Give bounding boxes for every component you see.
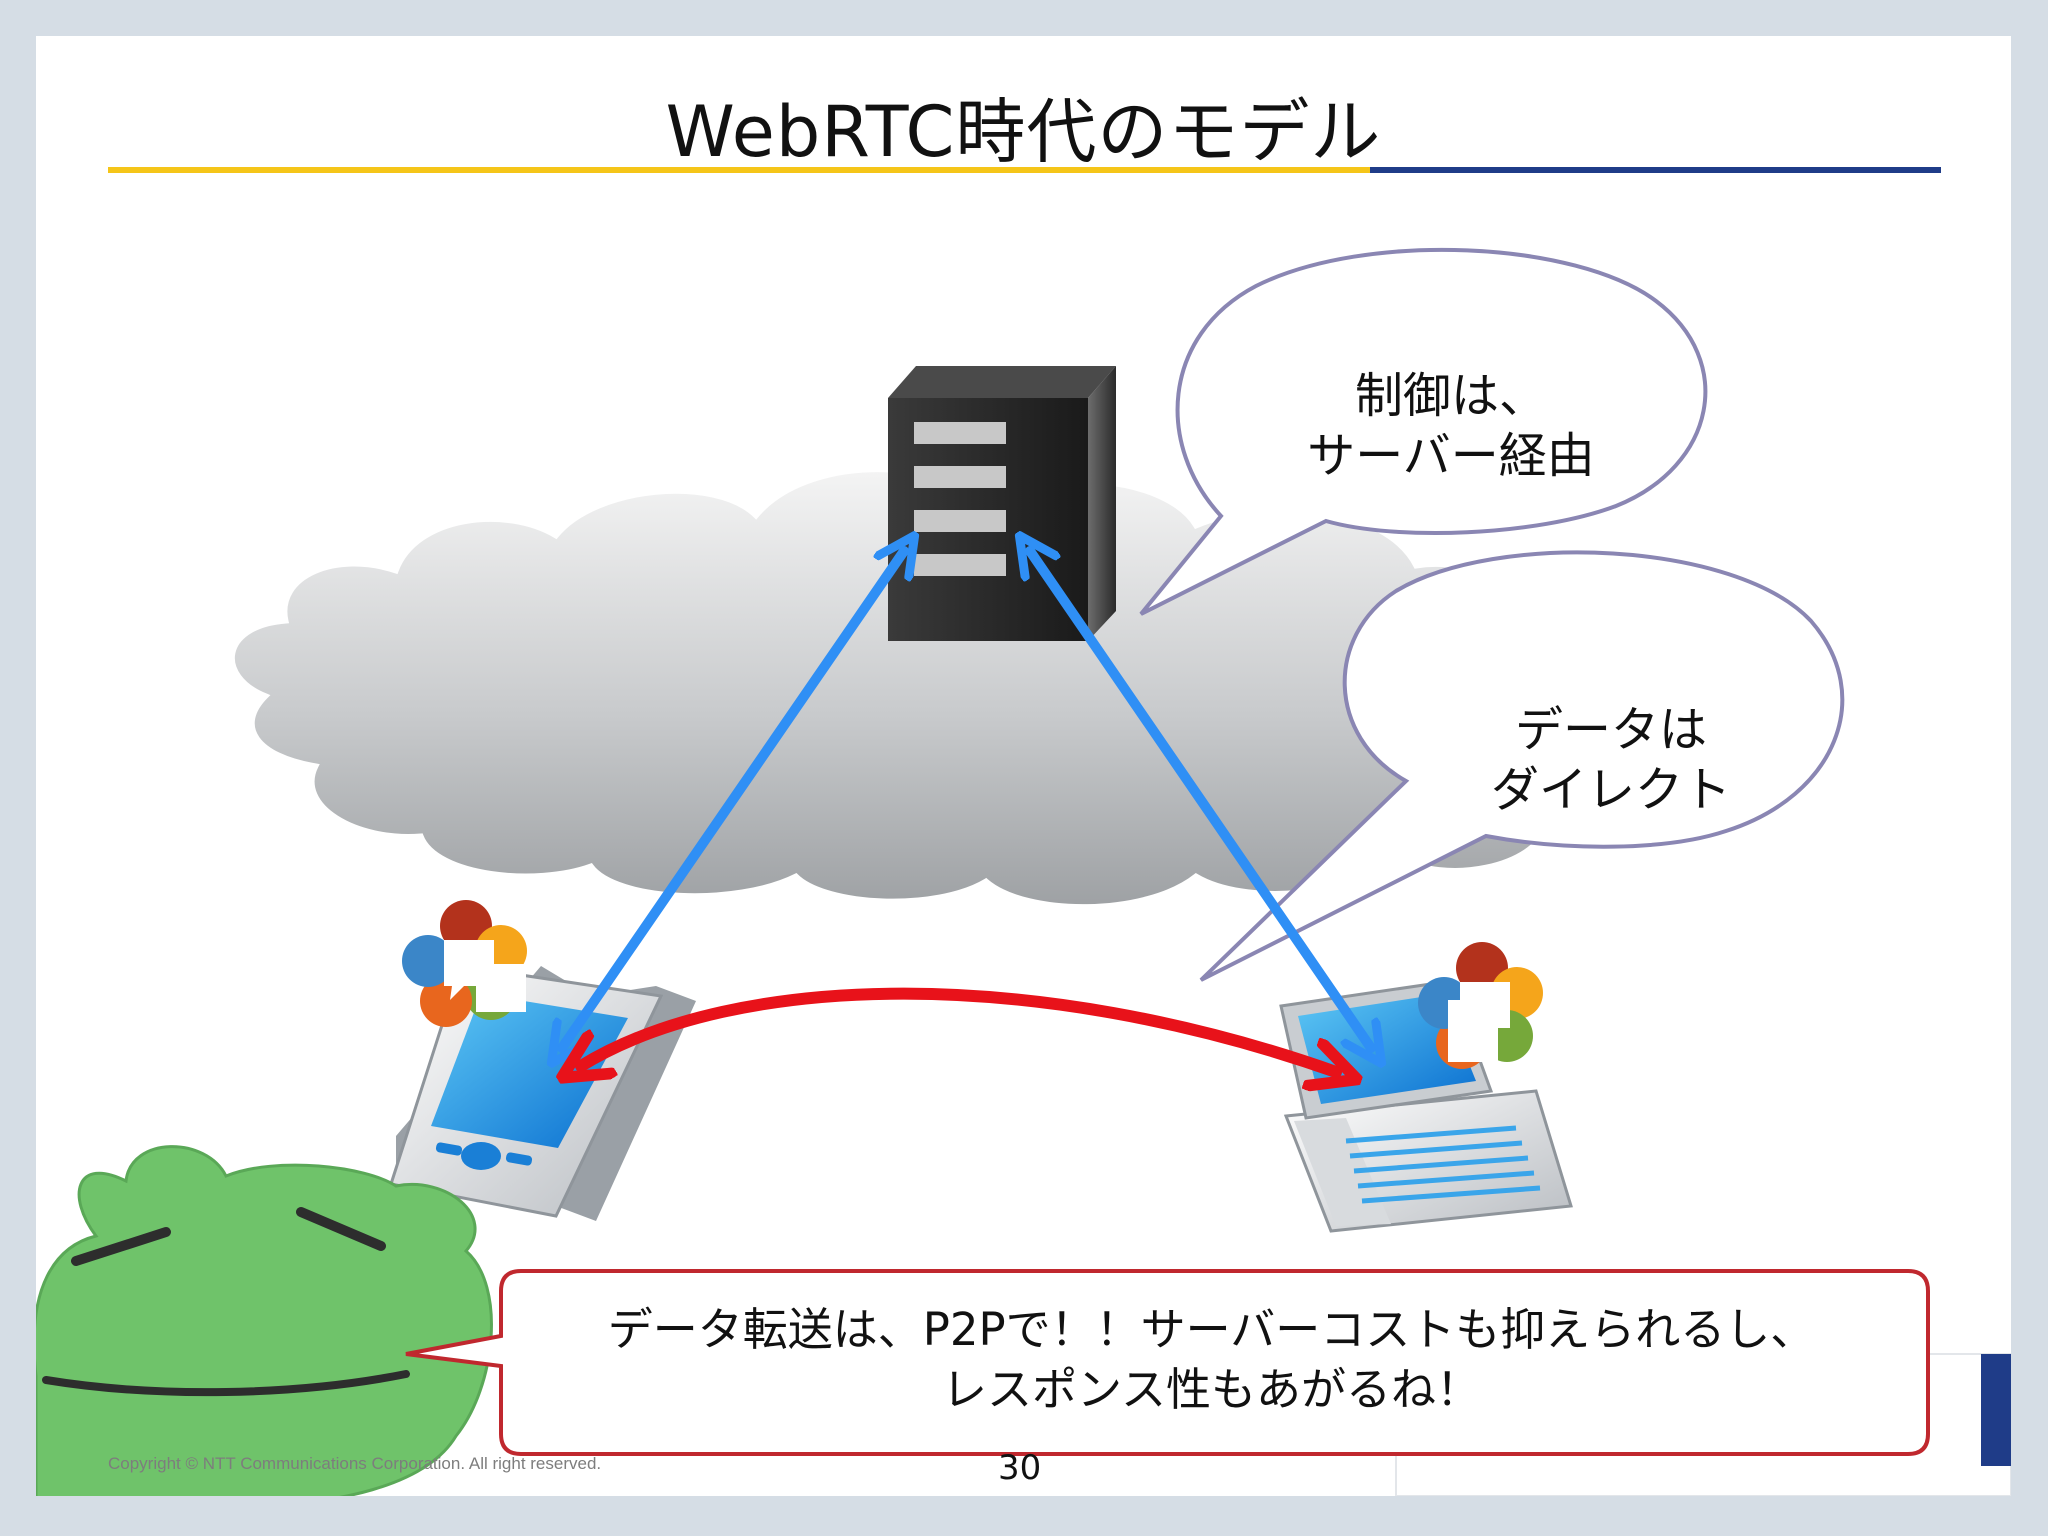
page-number: 30 (998, 1448, 1042, 1488)
server-icon (888, 366, 1116, 641)
diagram-art (36, 247, 2011, 1496)
title-rule-blue (1370, 167, 1941, 173)
frog-character-icon (36, 1145, 493, 1496)
slide: WebRTC時代のモデル (36, 36, 2011, 1496)
bottom-bubble-line1: データ転送は、P2Pで！！サーバーコストも抑えられるし、 (607, 1303, 1816, 1356)
webrtc-logo-icon (402, 900, 527, 1027)
bubble-control-text: 制御は、 サーバー経由 (1286, 366, 1616, 486)
bottom-bubble-shape (405, 1269, 1930, 1456)
bottom-bubble-text: データ転送は、P2Pで！！サーバーコストも抑えられるし、 レスポンス性もあがるね… (494, 1300, 1929, 1420)
title-rule-yellow (108, 167, 1370, 173)
bubble-data-text: データは ダイレクト (1446, 700, 1776, 820)
signaling-arrow-phone-server (562, 551, 904, 1048)
bubble-control-shape (1139, 247, 1708, 616)
bubble-control-line1: 制御は、 (1354, 368, 1547, 424)
page-title: WebRTC時代のモデル (665, 91, 1382, 173)
bottom-bubble-line2: レスポンス性もあがるね！ (941, 1363, 1482, 1416)
bubble-data-line1: データは (1514, 702, 1707, 758)
webrtc-logo-icon (1418, 942, 1543, 1069)
bubble-control-line2: サーバー経由 (1307, 428, 1595, 484)
brand-logo-bar (1981, 1354, 2011, 1466)
p2p-data-arrow (581, 987, 1336, 1072)
copyright-footer: Copyright © NTT Communications Corporati… (108, 1454, 602, 1473)
bubble-data-line2: ダイレクト (1490, 762, 1731, 818)
signaling-arrow-server-laptop (1030, 551, 1371, 1048)
